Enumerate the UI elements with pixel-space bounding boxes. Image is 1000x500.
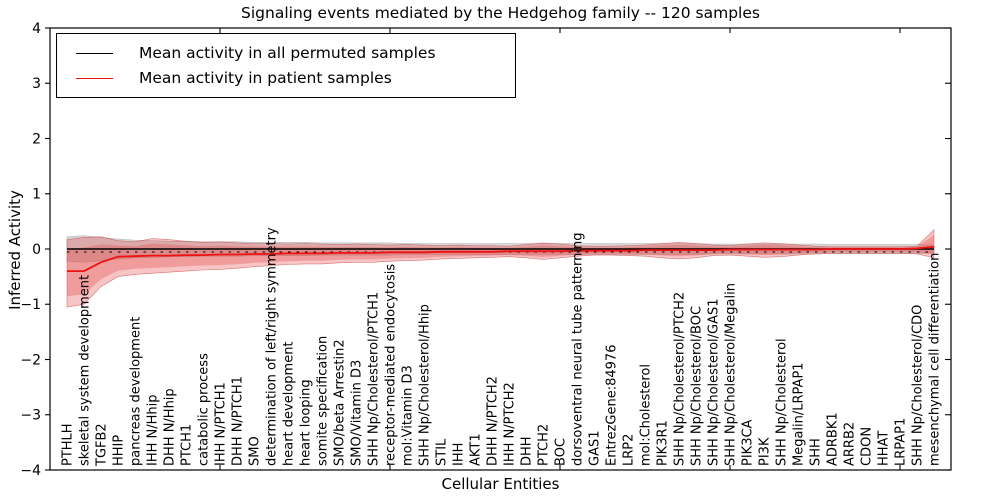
x-tick-label: PTHLH — [61, 423, 76, 466]
x-axis-label: Cellular Entities — [441, 475, 560, 493]
x-tick-label: somite specification — [316, 336, 331, 466]
patient-line-swatch-icon — [76, 77, 113, 79]
y-tick-label: −2 — [20, 352, 41, 368]
y-ticks — [45, 27, 951, 471]
x-tick-label: EntrezGene:84976 — [605, 345, 620, 466]
x-tick-label: PI3K — [758, 437, 773, 466]
x-tick-label: SHH Np/Cholesterol/BOC — [690, 306, 705, 466]
legend-item-permuted: Mean activity in all permuted samples — [76, 44, 515, 62]
x-tick-label: catabolic process — [197, 353, 212, 466]
x-tick-label: PIK3CA — [741, 419, 756, 466]
y-tick-label: −4 — [20, 463, 41, 479]
x-tick-label: GAS1 — [588, 431, 603, 467]
x-tick-label: HHAT — [877, 431, 892, 466]
x-tick-label: SHH Np/Cholesterol/Megalin — [724, 283, 739, 466]
x-tick-label: receptor-mediated endocytosis — [384, 264, 399, 466]
y-tick-label: −1 — [20, 297, 41, 313]
x-tick-label: IHH N/PTCH2 — [503, 382, 518, 466]
x-tick-label: SHH — [809, 438, 824, 466]
x-tick-label: LRP2 — [622, 434, 637, 466]
legend-label-patient: Mean activity in patient samples — [139, 69, 392, 87]
x-tick-label: DHH N/Hhip — [163, 388, 178, 466]
legend-label-permuted: Mean activity in all permuted samples — [139, 44, 436, 62]
x-tick-label: SHH Np/Cholesterol/CDO — [911, 305, 926, 466]
x-tick-label: SHH Np/Cholesterol/PTCH2 — [673, 292, 688, 466]
x-tick-label: DHH N/PTCH2 — [486, 376, 501, 466]
x-tick-label: heart development — [282, 341, 297, 466]
x-tick-label: dorsoventral neural tube patterning — [571, 233, 586, 466]
y-tick-labels: 4 3 2 1 0 −1 −2 −3 −4 — [20, 21, 41, 479]
x-tick-label: SHH Np/Cholesterol/Hhip — [418, 304, 433, 466]
x-tick-label: Megalin/LRPAP1 — [792, 362, 807, 466]
x-tick-label: mol:Cholesterol — [639, 364, 654, 466]
x-tick-label: AKT1 — [469, 433, 484, 466]
x-tick-label: BOC — [554, 438, 569, 466]
x-tick-label: CDON — [860, 427, 875, 466]
chart-title: Signaling events mediated by the Hedgeho… — [241, 4, 760, 22]
permuted-line-swatch-icon — [76, 52, 113, 54]
legend-item-patient: Mean activity in patient samples — [76, 69, 515, 87]
y-tick-label: 4 — [32, 21, 41, 37]
x-tick-label: SHH Np/Cholesterol/GAS1 — [707, 298, 722, 466]
patient-mean-line — [67, 245, 935, 273]
x-tick-label: SMO — [248, 436, 263, 466]
x-tick-label: PTCH1 — [180, 424, 195, 466]
patient-range-band-outer — [66, 228, 935, 308]
x-tick-label: DHH N/PTCH1 — [231, 376, 246, 466]
x-ticks — [219, 28, 901, 470]
y-tick-label: 0 — [32, 242, 41, 258]
x-tick-label: IHH — [452, 443, 467, 466]
x-tick-label: IHH N/Hhip — [146, 395, 161, 467]
x-tick-label: DHH — [520, 436, 535, 466]
y-tick-label: 2 — [32, 131, 41, 147]
x-tick-label: determination of left/right symmetry — [265, 227, 280, 466]
x-tick-label: SMO/Vitamin D3 — [350, 360, 365, 466]
x-tick-label: ADRBK1 — [826, 412, 841, 466]
y-tick-label: −3 — [20, 408, 41, 424]
x-tick-label: mol:Vitamin D3 — [401, 365, 416, 466]
x-tick-label: HHIP — [112, 435, 127, 466]
y-tick-label: 3 — [32, 76, 41, 92]
x-tick-label: heart looping — [299, 379, 314, 466]
x-tick-label: SMO/beta Arrestin2 — [333, 339, 348, 466]
x-tick-label: STIL — [435, 438, 450, 466]
x-tick-label: PIK3R1 — [656, 420, 671, 466]
x-tick-label: pancreas development — [129, 317, 144, 466]
x-tick-label: skeletal system development — [78, 275, 93, 466]
x-tick-label: mesenchymal cell differentiation — [928, 253, 943, 466]
y-tick-label: 1 — [32, 187, 41, 203]
x-tick-label: PTCH2 — [537, 424, 552, 466]
x-tick-label: LRPAP1 — [894, 418, 909, 466]
x-tick-label: TGFB2 — [95, 423, 110, 467]
x-tick-label: IHH N/PTCH1 — [214, 382, 229, 466]
x-tick-label: SHH Np/Cholesterol/PTCH1 — [367, 292, 382, 466]
legend: Mean activity in all permuted samples Me… — [56, 33, 516, 98]
x-tick-label: ARRB2 — [843, 422, 858, 466]
x-tick-label: SHH Np/Cholesterol — [775, 338, 790, 466]
